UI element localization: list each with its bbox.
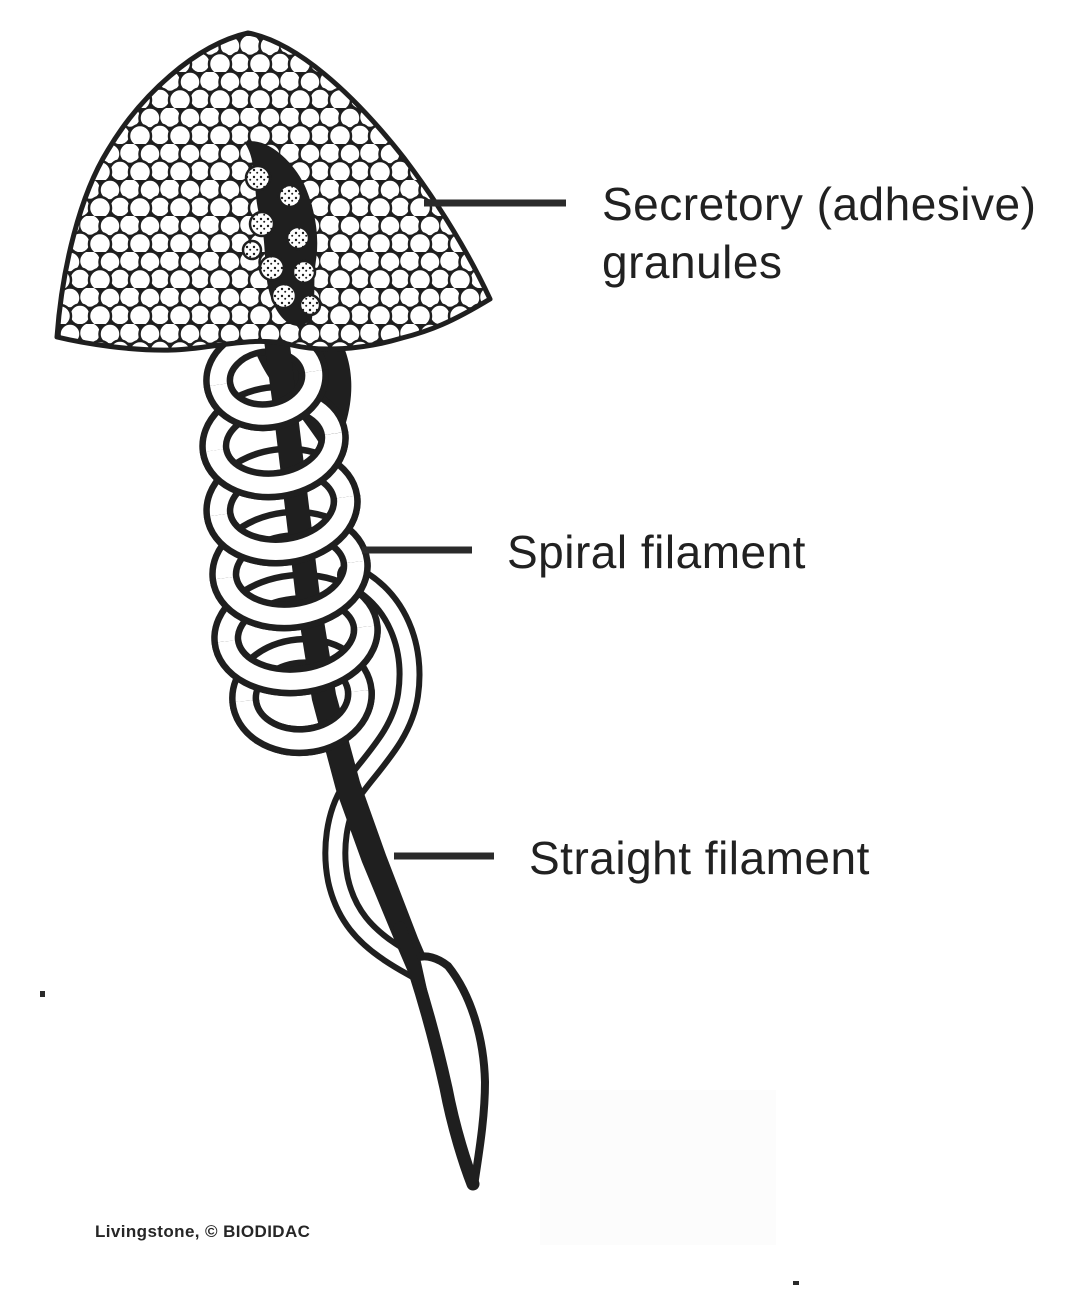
scan-speck-left bbox=[40, 991, 45, 997]
spiral-filament-label: Spiral filament bbox=[507, 526, 806, 578]
straight-filament-tip-edge bbox=[393, 921, 480, 1191]
credit-text: Livingstone, © BIODIDAC bbox=[95, 1222, 311, 1241]
scan-speck-bottom bbox=[793, 1281, 799, 1285]
secretory-granules-texture bbox=[241, 164, 322, 317]
secretory-granules-label-line2: granules bbox=[602, 236, 783, 288]
leader-lines bbox=[362, 199, 566, 860]
granule-cap bbox=[54, 30, 493, 353]
secretory-granules-label-line1: Secretory (adhesive) bbox=[602, 178, 1037, 230]
spiral-filament-coil-front bbox=[199, 369, 381, 757]
secretory-granules-label: Secretory (adhesive) granules bbox=[602, 175, 1036, 291]
scan-artifact-rect bbox=[540, 1090, 776, 1245]
straight-filament-label: Straight filament bbox=[529, 832, 870, 884]
